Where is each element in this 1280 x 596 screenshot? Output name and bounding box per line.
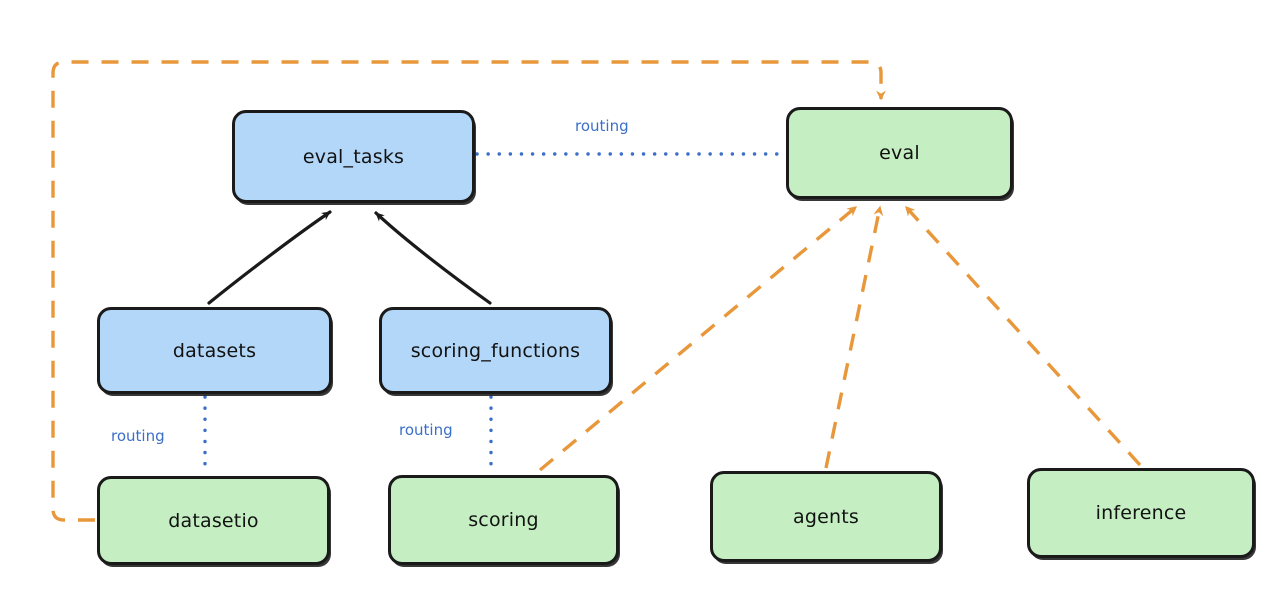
edge-label-routing-datasets-to-datasetio: routing [111,427,165,445]
edge-agents-to-eval [824,205,884,469]
node-scoring[interactable]: scoring [388,475,619,565]
node-datasets[interactable]: datasets [97,307,332,394]
node-agents[interactable]: agents [710,471,942,562]
edge-datasets-to-eval-tasks [207,210,332,305]
node-label-inference: inference [1095,502,1187,524]
edge-scoring-functions-to-eval-tasks [374,211,492,305]
node-label-eval: eval [879,142,920,164]
edge-datasetio-to-eval [51,60,886,522]
node-eval[interactable]: eval [786,107,1013,199]
edge-label-routing-scoring-functions-to-scoring: routing [399,421,453,439]
node-label-agents: agents [793,505,859,528]
node-label-datasetio: datasetio [168,509,259,532]
node-scoring-functions[interactable]: scoring_functions [379,307,612,394]
node-datasetio[interactable]: datasetio [97,476,330,565]
node-label-eval-tasks: eval_tasks [302,145,405,168]
edge-scoring-to-eval [538,205,858,472]
node-label-datasets: datasets [172,339,257,362]
node-eval-tasks[interactable]: eval_tasks [232,110,475,203]
node-label-scoring: scoring [468,509,539,531]
edge-inference-to-eval [904,205,1142,467]
node-inference[interactable]: inference [1027,468,1255,558]
edge-label-routing-eval-tasks-to-eval: routing [575,117,629,135]
node-label-scoring-functions: scoring_functions [410,339,581,362]
